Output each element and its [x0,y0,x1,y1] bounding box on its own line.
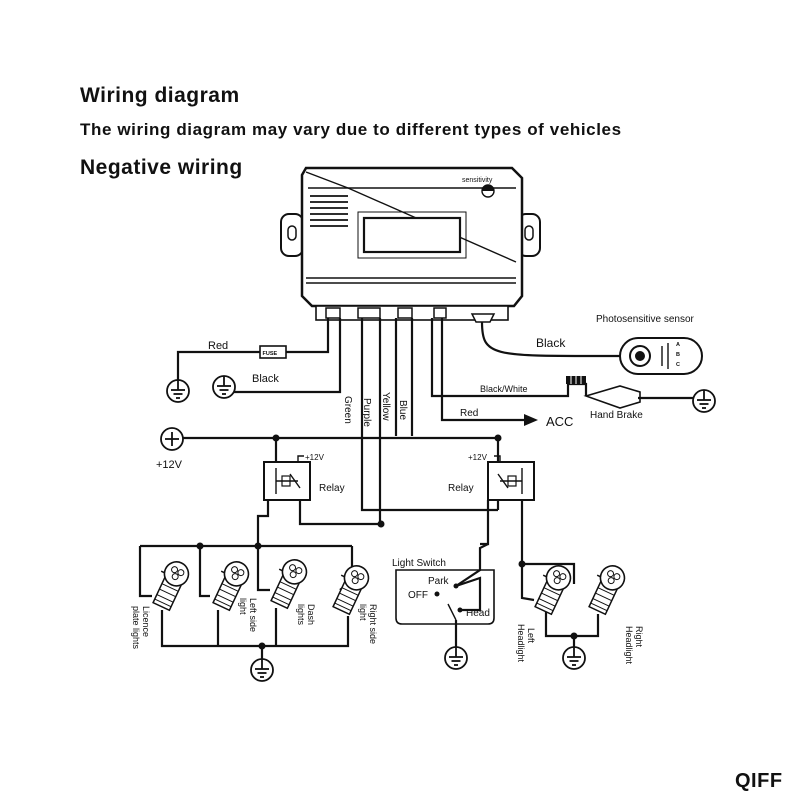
green-wire [360,318,498,512]
left-headlight-label-2: Headlight [516,624,526,663]
hand-brake-label: Hand Brake [590,410,643,421]
ground-icon [562,646,586,670]
red-fuse-wire [176,318,330,384]
ground-icon [692,389,716,413]
switch-head-label: Head [466,608,490,619]
switch-off-label: OFF [408,590,428,601]
yellow-wire-label: Yellow [380,392,391,421]
purple-wire [298,318,382,526]
blue-wire-label: Blue [397,400,408,420]
svg-text:C: C [676,362,680,368]
black-white-wire [430,318,556,398]
black-sensor-wire [480,321,621,358]
controller-box [280,166,541,323]
relay-left-icon [263,461,311,501]
acc-label: ACC [546,414,573,429]
relay-left-supply-label: +12V [305,453,325,462]
sensitivity-knob-icon[interactable] [481,184,495,198]
section-title: Negative wiring [80,156,243,179]
right-headlight-label-2: Headlight [624,626,634,665]
right-headlight-label: Right [634,626,644,648]
fuse-icon [259,345,287,359]
dash-lamp-label: Dash [306,604,316,625]
relay-right-icon [487,461,535,501]
sensitivity-label: sensitivity [462,177,493,184]
svg-text:B: B [676,352,680,358]
diagram-subtitle: The wiring diagram may vary due to diffe… [80,120,622,139]
red-fuse-wire-label: Red [208,340,228,352]
dash-lamp-label-2: lights [296,604,306,626]
ground-icon [250,658,274,682]
ground-icon [444,646,468,670]
left-side-lamp-label: Left side [248,598,258,632]
licence-lamp-label: Licence [141,606,151,637]
light-switch-label: Light Switch [392,558,446,569]
right-side-lamp-label-2: light [358,604,368,621]
fuse-label: FUSE [263,351,278,357]
brand-watermark: QIFF [735,770,783,792]
black-white-wire-label: Black/White [480,384,528,394]
ground-icon [212,375,236,399]
bulb-icon [528,559,576,617]
sensor-black-wire-label: Black [536,336,566,350]
bulb-icon [264,553,312,611]
supply-label: +12V [156,459,183,471]
photosensitive-sensor-icon: A B C [619,337,703,375]
relay-right-label: Relay [448,483,474,494]
right-side-lamp-label: Right side [368,604,378,644]
diagram-title: Wiring diagram [80,84,240,107]
licence-lamp-label-2: plate lights [131,606,141,650]
left-side-lamp-label-2: light [238,598,248,615]
red-acc-wire [440,318,524,422]
hand-brake-connector-icon [556,376,694,409]
svg-text:A: A [676,342,680,348]
left-headlight-label: Left [526,628,536,644]
plus-12v-terminal-icon [160,427,184,451]
bulb-icon [582,559,630,617]
relay-right-supply-label: +12V [468,453,488,462]
green-wire-label: Green [342,396,353,424]
bulb-icon [146,555,194,613]
photosensor-label: Photosensitive sensor [596,314,695,325]
relay-left-label: Relay [319,483,345,494]
black-ground-wire [226,318,342,394]
switch-park-label: Park [428,576,450,587]
ground-icon [166,379,190,403]
purple-wire-label: Purple [361,398,372,427]
acc-arrow-icon [524,414,538,426]
black-ground-wire-label: Black [252,373,279,385]
red-acc-wire-label: Red [460,408,478,419]
